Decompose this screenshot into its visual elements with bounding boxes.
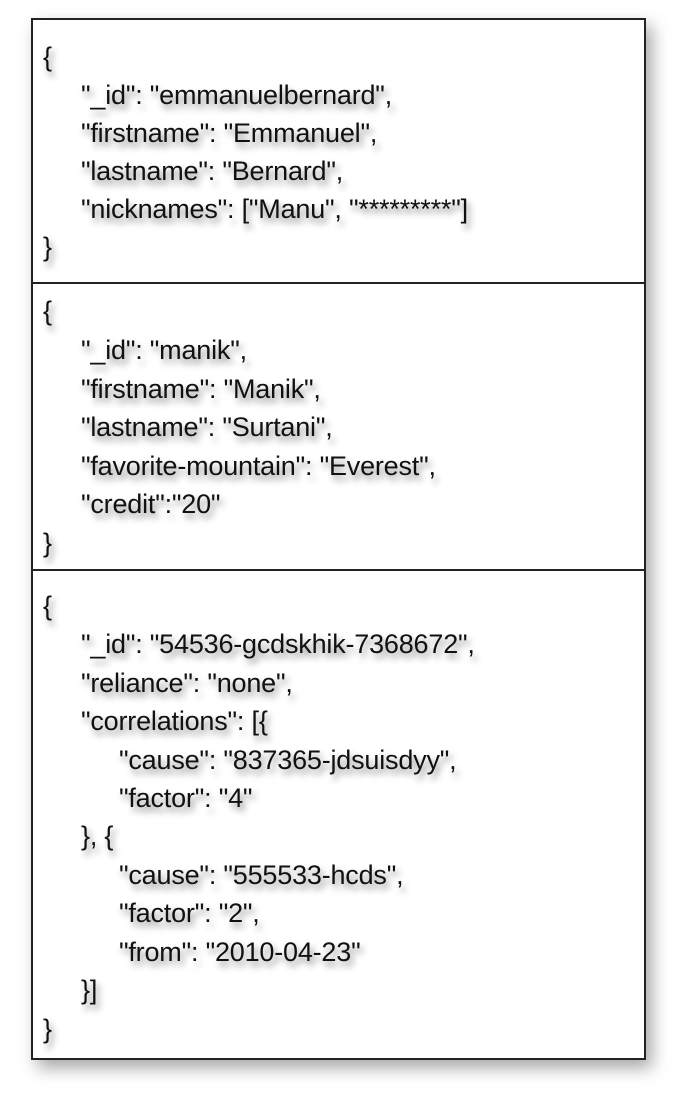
- field-favorite-mountain: "favorite-mountain": "Everest",: [81, 451, 436, 481]
- field-nicknames: "nicknames": ["Manu", "*********"]: [81, 194, 468, 224]
- object-separator: }, {: [81, 821, 114, 851]
- open-brace: {: [43, 296, 52, 326]
- open-brace: {: [43, 42, 52, 72]
- field-cause: "cause": "555533-hcds",: [119, 860, 404, 890]
- open-brace: {: [43, 591, 52, 621]
- field-credit: "credit":"20": [81, 489, 221, 519]
- field-factor: "factor": "2",: [119, 898, 260, 928]
- field-lastname: "lastname": "Bernard",: [81, 156, 344, 186]
- field-from: "from": "2010-04-23": [119, 937, 361, 967]
- field-cause: "cause": "837365-jdsuisdyy",: [119, 745, 457, 775]
- document-card-manik: { "_id": "manik", "firstname": "Manik", …: [33, 282, 644, 569]
- close-brace: }: [43, 232, 52, 262]
- array-close: }]: [81, 975, 98, 1005]
- close-brace: }: [43, 1014, 52, 1044]
- field-correlations: "correlations": [{: [81, 706, 268, 736]
- field-firstname: "firstname": "Manik",: [81, 374, 321, 404]
- field-firstname: "firstname": "Emmanuel",: [81, 118, 378, 148]
- document-stack: { "_id": "emmanuelbernard", "firstname":…: [31, 18, 646, 1060]
- field-id: "_id": "emmanuelbernard",: [81, 80, 392, 110]
- document-card-emmanuelbernard: { "_id": "emmanuelbernard", "firstname":…: [33, 20, 644, 282]
- field-id: "_id": "manik",: [81, 335, 247, 365]
- field-id: "_id": "54536-gcdskhik-7368672",: [81, 629, 475, 659]
- field-lastname: "lastname": "Surtani",: [81, 412, 333, 442]
- close-brace: }: [43, 528, 52, 558]
- document-card-54536: { "_id": "54536-gcdskhik-7368672", "reli…: [33, 569, 644, 1060]
- field-factor: "factor": "4": [119, 783, 253, 813]
- field-reliance: "reliance": "none",: [81, 668, 293, 698]
